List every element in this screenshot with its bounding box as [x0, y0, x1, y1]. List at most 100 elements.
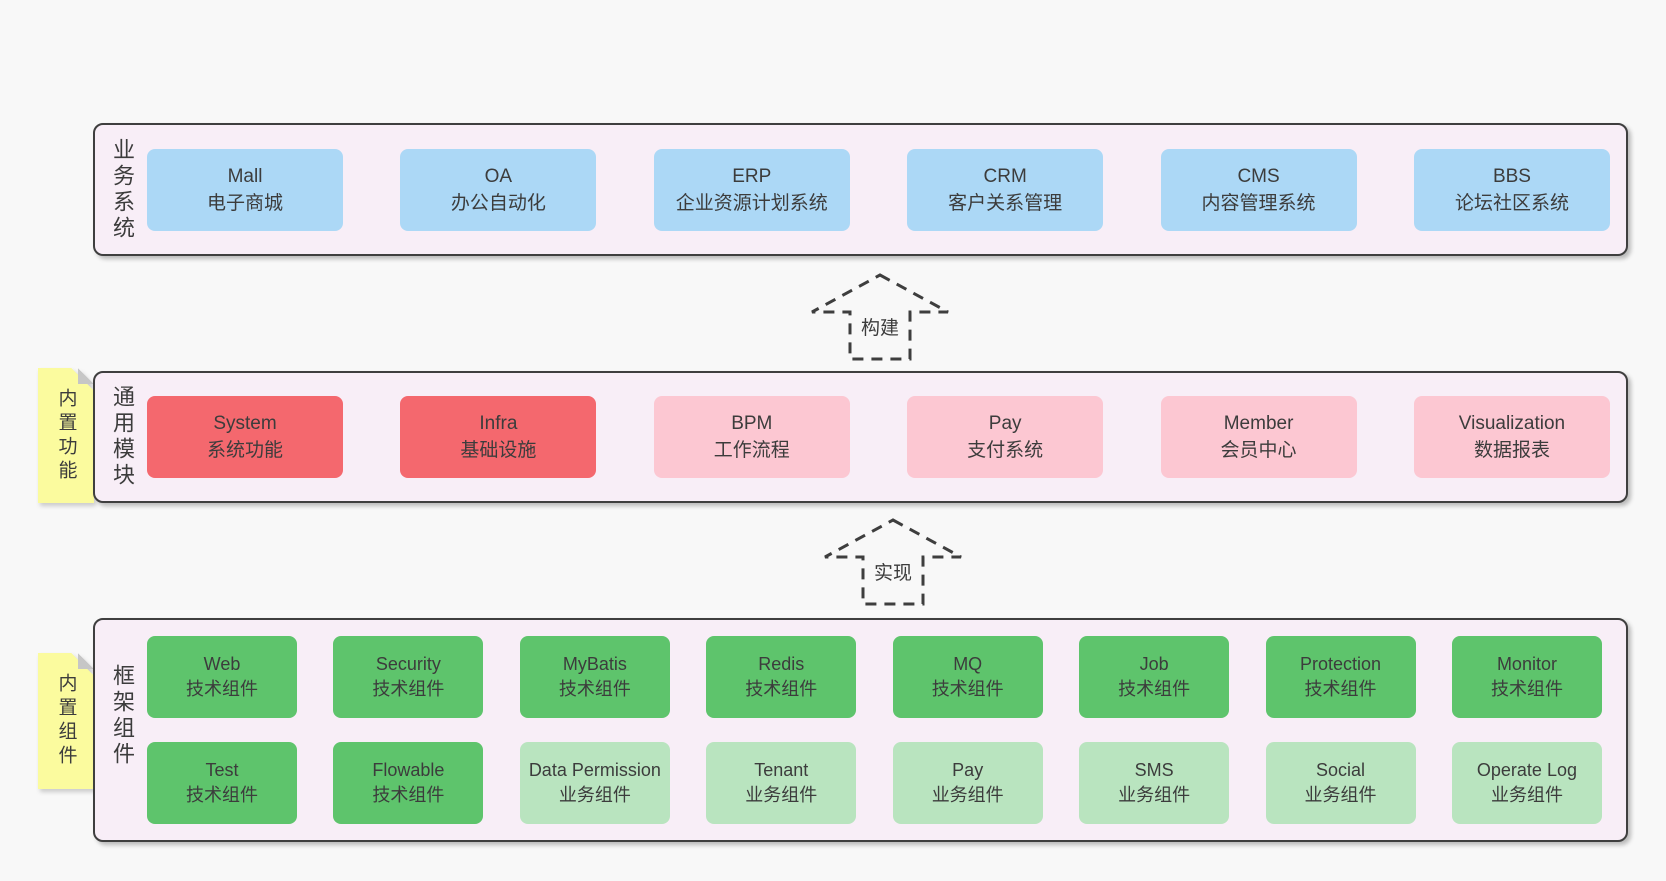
box-subtitle: 业务组件	[1490, 785, 1563, 805]
box-mybatis: MyBatis 技术组件	[519, 636, 670, 718]
box-subtitle: 业务组件	[1304, 785, 1377, 805]
box-social: Social 业务组件	[1265, 742, 1416, 824]
box-subtitle: 技术组件	[931, 679, 1004, 699]
box-bbs: BBS 论坛社区系统	[1413, 148, 1610, 231]
box-subtitle: 业务组件	[931, 785, 1004, 805]
sticky-note-built-in-components: 内置组件	[38, 653, 94, 789]
box-subtitle: 技术组件	[186, 785, 258, 805]
box-title: Security	[375, 654, 441, 674]
box-title: Member	[1223, 413, 1294, 434]
box-cms: CMS 内容管理系统	[1160, 148, 1357, 231]
box-title: Flowable	[372, 760, 445, 780]
framework-row-1: Web 技术组件 Security 技术组件 MyBatis 技术组件 Redi…	[147, 636, 1602, 718]
box-subtitle: 办公自动化	[450, 192, 546, 214]
box-subtitle: 论坛社区系统	[1454, 192, 1569, 214]
box-title: Mall	[227, 165, 263, 187]
box-subtitle: 业务组件	[745, 785, 818, 805]
box-tenant: Tenant 业务组件	[706, 742, 857, 824]
box-subtitle: 系统功能	[206, 440, 283, 461]
box-subtitle: 技术组件	[1304, 679, 1377, 699]
block-arrow-up-icon	[824, 518, 962, 606]
box-subtitle: 业务组件	[558, 785, 631, 805]
box-title: Test	[205, 760, 239, 780]
band-common-modules: 通用模块 System 系统功能 Infra 基础设施 BPM 工作流程 Pay…	[93, 371, 1628, 503]
box-title: Infra	[479, 413, 518, 434]
band-label-business-systems: 业务系统	[110, 137, 135, 242]
box-flowable: Flowable 技术组件	[333, 742, 484, 824]
band-framework-components: 框架组件 Web 技术组件 Security 技术组件 MyBatis 技术组件…	[93, 618, 1628, 842]
box-redis: Redis 技术组件	[706, 636, 857, 718]
box-erp: ERP 企业资源计划系统	[653, 148, 850, 231]
box-subtitle: 基础设施	[460, 440, 537, 461]
box-visualization: Visualization 数据报表	[1413, 396, 1610, 478]
box-subtitle: 技术组件	[372, 679, 445, 699]
block-arrow-up-icon	[811, 273, 949, 361]
band-content: Mall 电子商城 OA 办公自动化 ERP 企业资源计划系统 CRM 客户关系…	[147, 125, 1610, 254]
box-subtitle: 技术组件	[372, 785, 445, 805]
sticky-note-built-in-features: 内置功能	[38, 368, 94, 503]
band-label-common-modules: 通用模块	[110, 385, 135, 489]
box-title: ERP	[732, 165, 772, 187]
box-title: CRM	[983, 165, 1027, 187]
box-subtitle: 会员中心	[1220, 440, 1297, 461]
box-monitor: Monitor 技术组件	[1451, 636, 1602, 718]
box-subtitle: 内容管理系统	[1201, 192, 1316, 214]
box-title: Web	[203, 654, 241, 674]
box-security: Security 技术组件	[333, 636, 484, 718]
box-web: Web 技术组件	[147, 636, 297, 718]
arrow-label-build: 构建	[856, 313, 904, 340]
box-subtitle: 企业资源计划系统	[675, 192, 828, 214]
arrow-up-build: 构建	[810, 273, 950, 361]
band-content: System 系统功能 Infra 基础设施 BPM 工作流程 Pay 支付系统…	[147, 373, 1610, 501]
box-bpm: BPM 工作流程	[653, 396, 850, 478]
arrow-up-implement: 实现	[823, 518, 963, 606]
box-title: MyBatis	[562, 654, 627, 674]
box-infra: Infra 基础设施	[400, 396, 597, 478]
band-content: Web 技术组件 Security 技术组件 MyBatis 技术组件 Redi…	[147, 620, 1602, 840]
box-mq: MQ 技术组件	[892, 636, 1043, 718]
box-title: Tenant	[754, 760, 809, 780]
box-subtitle: 技术组件	[745, 679, 818, 699]
box-title: CMS	[1237, 165, 1280, 187]
box-mall: Mall 电子商城	[147, 148, 343, 231]
box-pay-system: Pay 支付系统	[907, 396, 1104, 478]
box-crm: CRM 客户关系管理	[907, 148, 1104, 231]
box-title: Monitor	[1496, 654, 1557, 674]
box-title: Operate Log	[1476, 760, 1577, 780]
box-title: MQ	[953, 654, 983, 674]
box-subtitle: 技术组件	[558, 679, 631, 699]
box-title: BPM	[731, 413, 773, 434]
box-title: Visualization	[1458, 413, 1566, 434]
box-operate-log: Operate Log 业务组件	[1451, 742, 1602, 824]
box-title: BBS	[1492, 165, 1531, 187]
box-pay-component: Pay 业务组件	[892, 742, 1043, 824]
box-sms: SMS 业务组件	[1079, 742, 1230, 824]
box-subtitle: 业务组件	[1118, 785, 1191, 805]
box-protection: Protection 技术组件	[1265, 636, 1416, 718]
box-data-permission: Data Permission 业务组件	[519, 742, 670, 824]
box-system: System 系统功能	[147, 396, 343, 478]
box-test: Test 技术组件	[147, 742, 297, 824]
box-title: Pay	[952, 760, 984, 780]
box-job: Job 技术组件	[1079, 636, 1230, 718]
box-subtitle: 工作流程	[713, 440, 790, 461]
box-title: Job	[1139, 654, 1169, 674]
box-subtitle: 支付系统	[967, 440, 1044, 461]
box-title: Protection	[1300, 654, 1382, 674]
sticky-note-text: 内置组件	[55, 673, 77, 769]
box-title: SMS	[1134, 760, 1174, 780]
framework-row-2: Test 技术组件 Flowable 技术组件 Data Permission …	[147, 742, 1602, 824]
box-subtitle: 电子商城	[206, 192, 283, 214]
sticky-note-text: 内置功能	[55, 387, 77, 484]
box-subtitle: 技术组件	[1490, 679, 1563, 699]
box-title: System	[213, 413, 277, 434]
band-label-framework-components: 框架组件	[110, 664, 135, 768]
box-oa: OA 办公自动化	[400, 148, 597, 231]
arrow-label-implement: 实现	[869, 558, 917, 585]
band-business-systems: 业务系统 Mall 电子商城 OA 办公自动化 ERP 企业资源计划系统 CRM…	[93, 123, 1628, 256]
box-title: Pay	[988, 413, 1022, 434]
box-subtitle: 技术组件	[1118, 679, 1191, 699]
box-title: Data Permission	[528, 760, 661, 780]
box-title: OA	[484, 165, 513, 187]
box-subtitle: 数据报表	[1473, 440, 1550, 461]
